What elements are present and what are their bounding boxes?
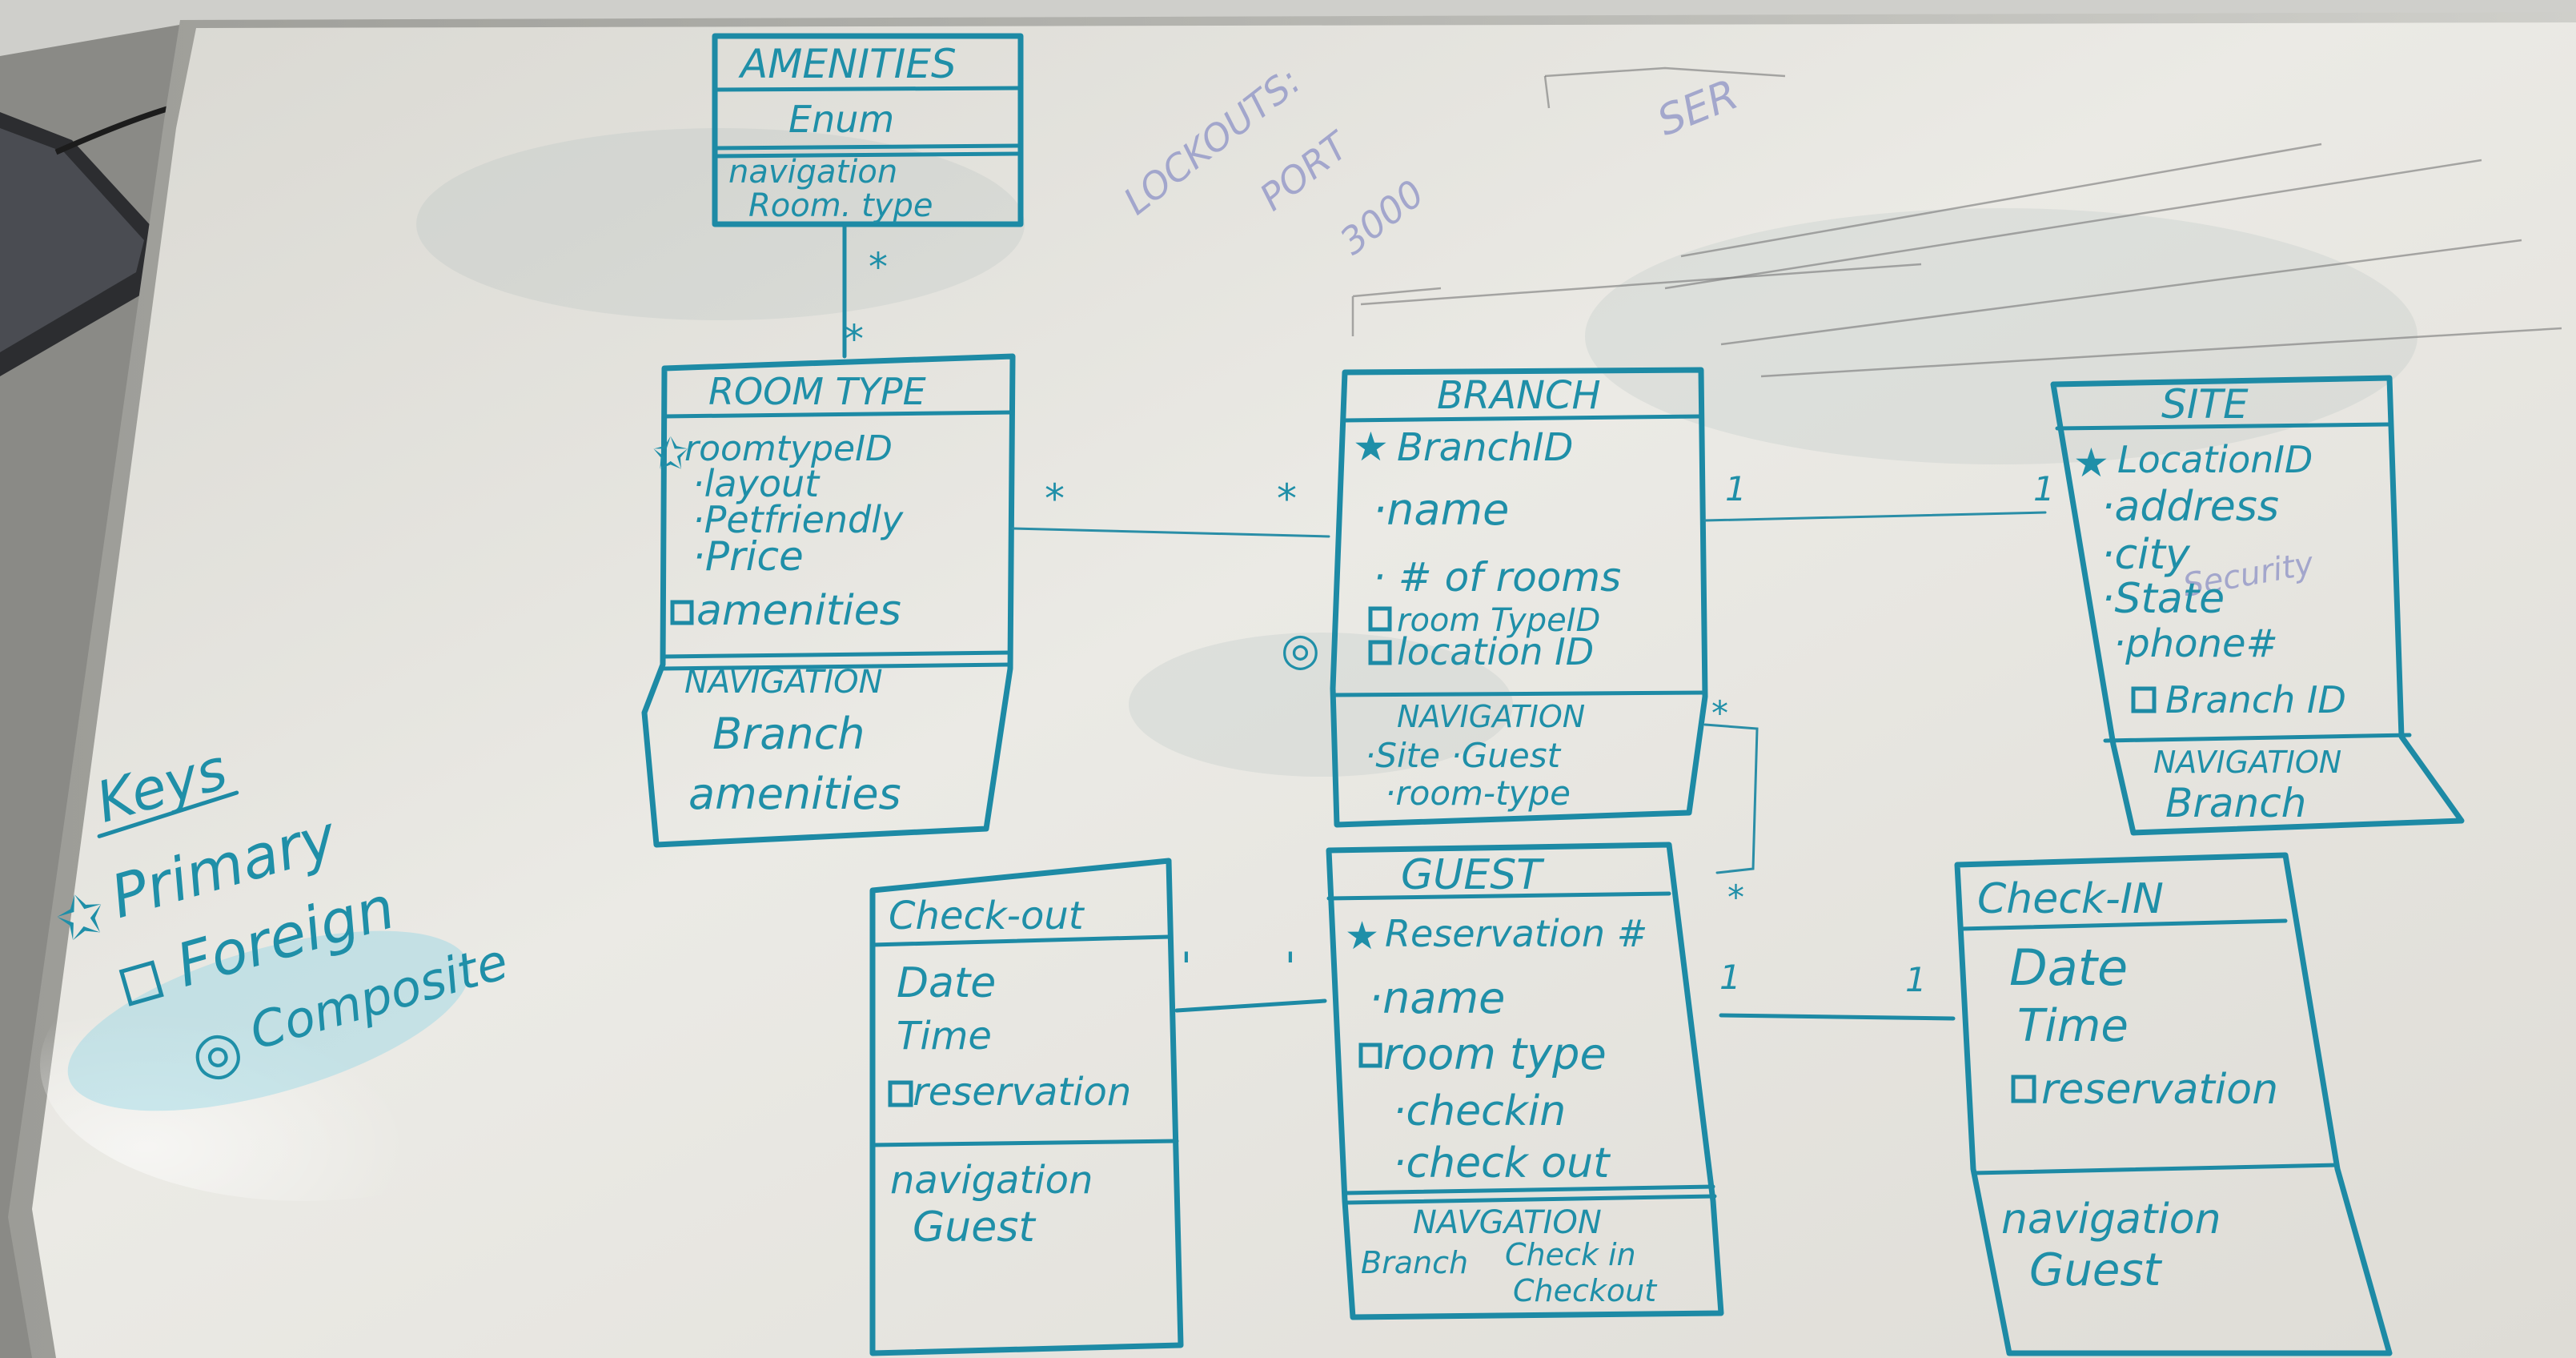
guest-field-1: Reservation # (1385, 912, 1647, 955)
checkin-field-2: Time (2017, 1000, 2129, 1052)
room-type-nav2: amenities (688, 769, 901, 819)
branch-field-4: room TypeID (1397, 602, 1600, 639)
branch-field-2: ·name (1373, 484, 1509, 535)
guest-checkin-relation: 1 1 (1719, 958, 1956, 1021)
checkout-title: Check-out (889, 894, 1085, 938)
branch-entity: BRANCH ★ BranchID ·name · # of rooms roo… (1281, 367, 1708, 828)
guest-entity: GUEST ★ Reservation # ·name room type ·c… (1326, 842, 1724, 1320)
amenities-entity: AMENITIES Enum navigation Room. type (712, 33, 1024, 227)
cardinality-guest-branch-many: * (1727, 878, 1744, 917)
cardinality-checkin-one: 1 (1905, 960, 1927, 999)
room-type-field-3: ·Petfriendly (692, 498, 904, 541)
site-title: SITE (2161, 381, 2249, 428)
checkin-nav2: Guest (2029, 1244, 2163, 1296)
branch-field-1: BranchID (1397, 425, 1573, 470)
site-field-1: LocationID (2117, 438, 2313, 481)
branch-guest-relation: * * (1703, 693, 1759, 917)
room-type-field-1: roomtypeID (684, 428, 893, 469)
room-type-nav1: Branch (712, 709, 865, 759)
guest-nav1: Branch (1361, 1245, 1468, 1280)
top-wall (0, 0, 2576, 56)
site-field-6: Branch ID (2165, 678, 2346, 721)
branch-field-3: · # of rooms (1373, 554, 1621, 601)
cardinality-amenities-many: * (869, 245, 888, 290)
checkout-field-3: reservation (913, 1070, 1131, 1115)
amenities-nav2: Room. type (748, 187, 933, 224)
branch-pk-star: ★ (1353, 424, 1389, 470)
roomtype-branch-relation: * * (1011, 476, 1330, 538)
amenities-subtitle: Enum (788, 98, 894, 141)
cardinality-branch-guest-many: * (1711, 693, 1728, 733)
site-entity: SITE ★ LocationID ·address ·city ·State … (2050, 375, 2465, 836)
room-type-field-2: ·layout (692, 462, 821, 505)
checkin-field-3: reservation (2041, 1066, 2278, 1114)
guest-field-2: ·name (1369, 973, 1505, 1023)
composite-key-mark: ◎ (1281, 624, 1320, 676)
cardinality-branch-side: * (1277, 476, 1297, 522)
branch-nav1: ·Site ·Guest (1365, 736, 1562, 775)
cardinality-branch-site-1: 1 (1725, 469, 1747, 508)
amenities-title: AMENITIES (738, 41, 957, 87)
checkin-title: Check-IN (1977, 875, 2164, 923)
cardinality-roomtype-side: * (1045, 476, 1065, 522)
guest-nav2: Check in (1505, 1237, 1636, 1272)
site-field-5: ·phone# (2113, 621, 2278, 666)
room-type-title: ROOM TYPE (708, 370, 926, 413)
branch-title: BRANCH (1437, 373, 1601, 418)
room-type-entity: ROOM TYPE ✩ roomtypeID ·layout ·Petfrien… (641, 353, 1016, 848)
cardinality-guest-checkin-one: 1 (1719, 958, 1741, 997)
branch-nav-header: NAVIGATION (1397, 699, 1585, 734)
site-nav-header: NAVIGATION (2153, 745, 2341, 780)
guest-nav-header: NAVGATION (1413, 1204, 1602, 1241)
site-field-2: ·address (2101, 483, 2279, 531)
guest-title: GUEST (1401, 851, 1545, 899)
checkout-field-1: Date (897, 959, 996, 1007)
branch-field-5: location ID (1397, 630, 1594, 673)
amenities-roomtype-relation: * * (842, 222, 888, 362)
guest-field-4: ·checkin (1393, 1087, 1566, 1135)
site-field-3: ·city (2101, 531, 2191, 579)
site-pk-star: ★ (2073, 440, 2109, 486)
guest-field-5: ·check out (1393, 1139, 1611, 1187)
guest-field-3: room type (1383, 1029, 1607, 1079)
checkout-nav1: navigation (890, 1158, 1093, 1203)
room-type-field-4: ·Price (692, 533, 804, 580)
checkout-nav2: Guest (913, 1203, 1036, 1252)
checkout-guest-relation: ' ' (1174, 944, 1327, 1013)
branch-site-relation: 1 1 (1703, 469, 2055, 522)
site-nav1: Branch (2165, 780, 2306, 826)
guest-nav3: Checkout (1513, 1273, 1658, 1308)
branch-nav2: ·room-type (1385, 773, 1571, 813)
checkin-field-1: Date (2009, 938, 2128, 997)
cardinality-site-branch-1: 1 (2033, 469, 2055, 508)
checkin-nav1: navigation (2001, 1195, 2221, 1243)
checkout-field-2: Time (897, 1014, 992, 1059)
amenities-nav1: navigation (728, 154, 897, 191)
checkin-entity: Check-IN Date Time reservation navigatio… (1954, 852, 2393, 1356)
cardinality-guest-checkout-one: ' (1285, 944, 1296, 990)
room-type-field-5: amenities (696, 587, 901, 635)
site-field-4: ·State (2101, 575, 2225, 623)
cardinality-roomtype-many: * (845, 317, 864, 362)
whiteboard-surface (32, 22, 2576, 1358)
guest-pk-star: ★ (1345, 914, 1379, 958)
checkout-entity: Check-out Date Time reservation navigati… (869, 858, 1184, 1356)
primary-key-star: ✩ (652, 428, 688, 479)
cardinality-checkout-one: ' (1181, 944, 1192, 990)
room-type-nav-header: NAVIGATION (684, 664, 883, 701)
